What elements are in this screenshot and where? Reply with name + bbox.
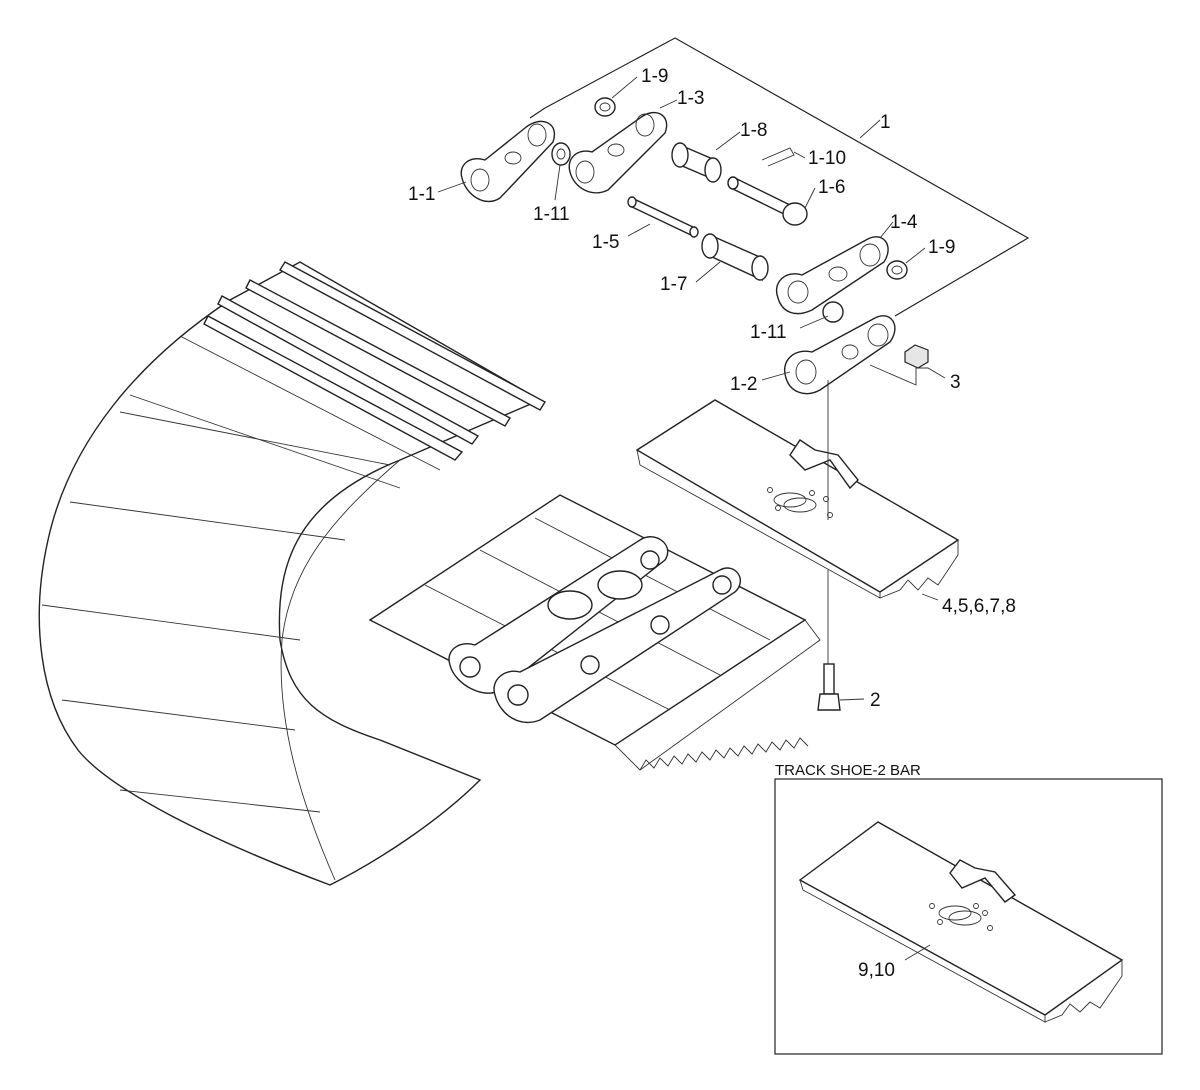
part-shoe-4-8 <box>635 399 960 599</box>
label-1-9-top: 1-9 <box>641 66 668 87</box>
label-1-5: 1-5 <box>592 232 619 253</box>
part-link-1-2 <box>783 315 896 395</box>
leader-lines <box>437 76 946 701</box>
label-1-3: 1-3 <box>677 88 704 109</box>
label-1-10: 1-10 <box>808 148 846 169</box>
label-1-11-lower: 1-11 <box>750 322 787 343</box>
shoe-lines <box>41 411 391 813</box>
part-washer-1-11 <box>551 142 571 166</box>
part-pin-1-5 <box>627 196 699 238</box>
callout-labels: 1 1-1 1-2 1-3 1-4 1-5 1-6 1-7 1-8 1-9 1-… <box>408 66 1016 711</box>
label-1-6: 1-6 <box>818 177 845 198</box>
label-1-11-top: 1-11 <box>533 204 570 225</box>
part-bolt-2 <box>817 663 841 711</box>
part-link-1-1 <box>460 120 556 203</box>
inset-title: TRACK SHOE-2 BAR <box>775 762 921 779</box>
part-washer-1-11-lower <box>822 301 844 323</box>
label-3: 3 <box>950 372 961 393</box>
bottom-teeth <box>639 737 809 771</box>
label-1-1: 1-1 <box>408 184 435 205</box>
inset-shoe <box>798 821 1124 1023</box>
label-1-7: 1-7 <box>660 274 687 295</box>
label-1-4: 1-4 <box>890 212 918 233</box>
part-washer-1-9-top <box>594 97 616 117</box>
part-bushing-1-7 <box>701 233 769 282</box>
grouser-ribs <box>129 261 546 489</box>
inset-label: 9,10 <box>858 960 895 981</box>
label-1: 1 <box>880 112 891 133</box>
part-bushing-1-8 <box>671 142 722 183</box>
label-2: 2 <box>870 690 881 711</box>
part-link-1-3 <box>568 112 668 194</box>
part-bolt-1-6 <box>727 176 808 226</box>
part-washer-1-9-right <box>886 260 908 280</box>
part-link-1-4 <box>775 236 889 315</box>
kit-bracket <box>529 37 1030 317</box>
part-pin-1-10 <box>761 147 795 167</box>
label-1-2: 1-2 <box>730 374 757 395</box>
part-nut-3 <box>904 344 929 369</box>
belt-chain <box>448 536 741 724</box>
inset-panel: TRACK SHOE-2 BAR 9,10 <box>774 762 1163 1055</box>
track-belt <box>38 261 821 886</box>
label-4-5-6-7-8: 4,5,6,7,8 <box>942 596 1016 617</box>
label-1-8: 1-8 <box>740 120 767 141</box>
label-1-9-right: 1-9 <box>928 237 955 258</box>
